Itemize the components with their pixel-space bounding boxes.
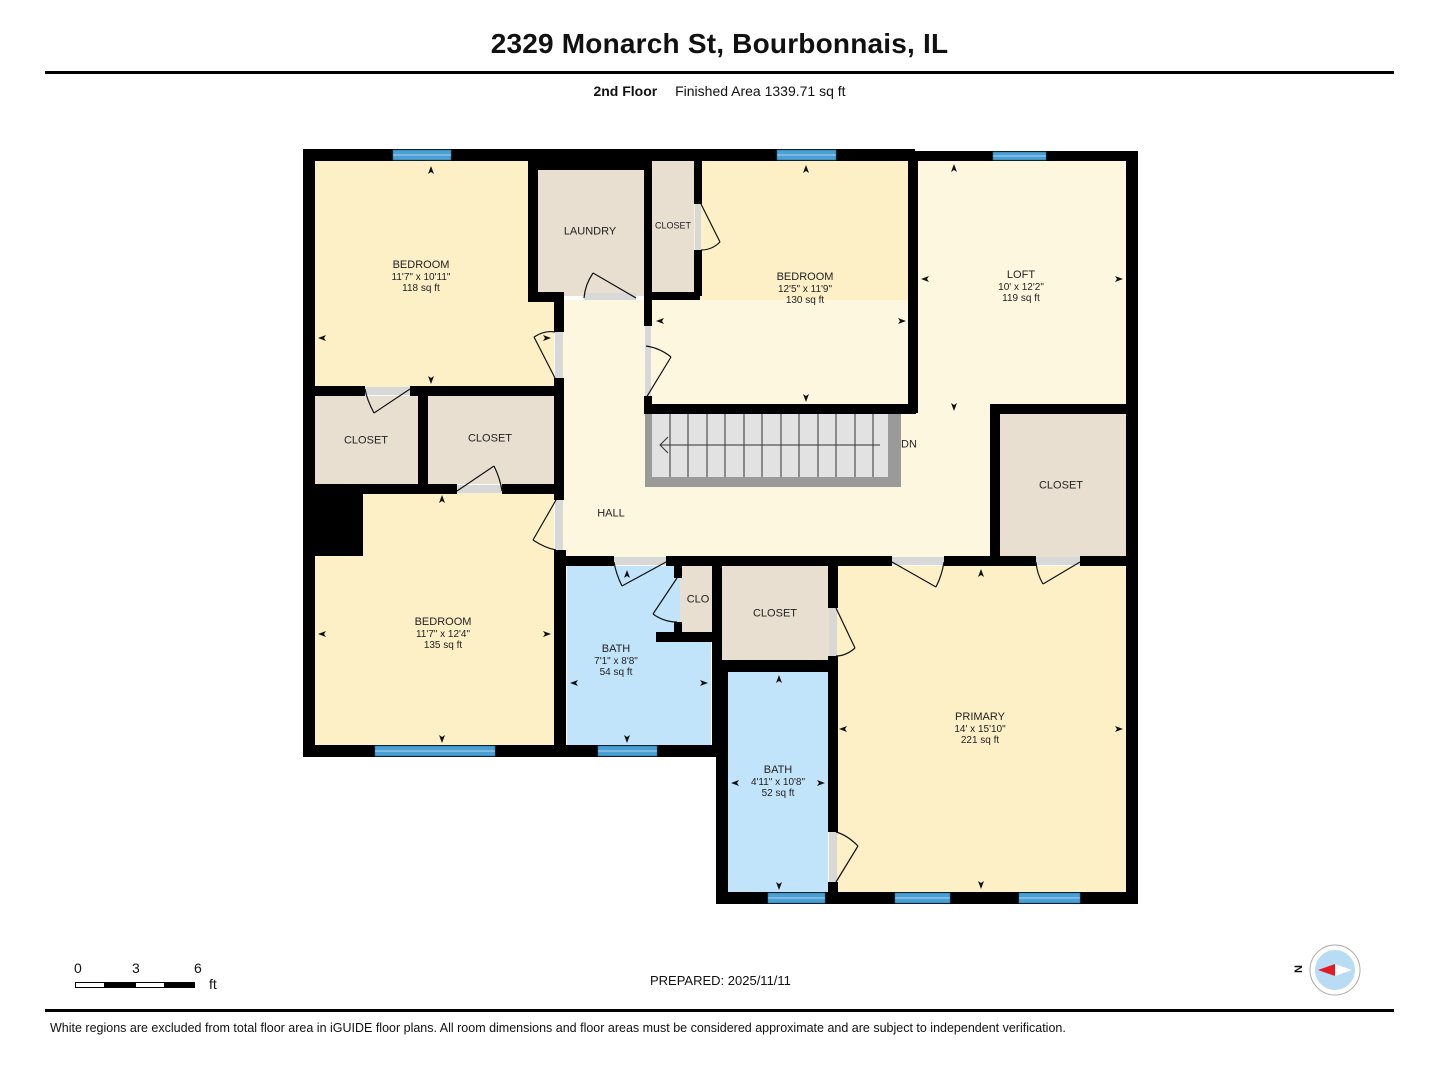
room-label-bedroom-1: BEDROOM 11'7" x 10'11" 118 sq ft <box>391 258 451 295</box>
room-name: BEDROOM <box>776 270 834 283</box>
room-dims: 11'7" x 10'11" <box>391 271 451 283</box>
room-area: 135 sq ft <box>423 639 463 651</box>
room-name: CLOSET <box>467 432 513 445</box>
room-name: CLOSET <box>654 220 692 231</box>
door-swings <box>364 203 1081 883</box>
clo-fill <box>680 566 714 632</box>
prepared-date: PREPARED: 2025/11/11 <box>650 973 791 988</box>
room-name: CLOSET <box>1038 479 1084 492</box>
title-divider <box>45 71 1394 74</box>
room-dims: 7'1" x 8'8" <box>594 655 638 667</box>
bedroom1-fill <box>314 161 554 389</box>
room-area: 118 sq ft <box>402 282 440 294</box>
scale-segment <box>75 982 105 988</box>
room-label-clo: CLO <box>687 594 710 606</box>
room-label-laundry: LAUNDRY <box>564 226 616 238</box>
hall-fill2 <box>918 400 992 560</box>
room-label-primary: PRIMARY 14' x 15'10" 221 sq ft <box>954 710 1006 747</box>
closet-mid-fill <box>721 566 829 660</box>
floor-name: 2nd Floor <box>593 83 658 99</box>
compass-icon <box>1309 944 1361 996</box>
room-name: LOFT <box>1006 268 1036 281</box>
room-name: CLO <box>686 593 710 606</box>
scale-segment <box>165 982 195 988</box>
closet-left1-fill <box>314 396 418 484</box>
dimension-arrows <box>318 164 1123 890</box>
window-lines <box>375 154 1080 899</box>
room-name: HALL <box>597 507 625 520</box>
room-area: 221 sq ft <box>960 734 1000 746</box>
scale-tick-0: 0 <box>74 960 82 976</box>
floor-subtitle: 2nd Floor Finished Area 1339.71 sq ft <box>0 83 1439 99</box>
room-label-bath-2: BATH 4'11" x 10'8" 52 sq ft <box>750 763 806 800</box>
laundry-fill <box>538 168 644 296</box>
room-label-closet-top: CLOSET <box>655 220 691 232</box>
bath2-fill <box>728 672 828 892</box>
room-area: 54 sq ft <box>599 666 633 678</box>
finished-area: Finished Area 1339.71 sq ft <box>675 83 846 99</box>
scale-unit: ft <box>209 976 217 992</box>
room-label-bedroom-3: BEDROOM 11'7" x 12'4" 135 sq ft <box>414 615 472 652</box>
room-label-loft: LOFT 10' x 12'2" 119 sq ft <box>998 268 1044 305</box>
room-label-bedroom-2: BEDROOM 12'5" x 11'9" 130 sq ft <box>776 270 834 307</box>
room-name: BATH <box>763 763 793 776</box>
room-area: 130 sq ft <box>785 294 825 306</box>
room-dims: 11'7" x 12'4" <box>415 628 471 640</box>
closet-left2-fill <box>428 396 554 484</box>
room-dims: 4'11" x 10'8" <box>750 776 806 788</box>
primary-fill <box>836 566 1126 892</box>
room-name: LAUNDRY <box>563 225 617 238</box>
room-label-closet-mid: CLOSET <box>753 608 797 620</box>
room-area: 119 sq ft <box>1002 292 1040 304</box>
room-dims: 12'5" x 11'9" <box>777 283 833 295</box>
room-name: CLOSET <box>343 434 389 447</box>
footer-divider <box>45 1009 1394 1012</box>
scale-bar: 0 3 6 ft <box>72 960 232 1000</box>
room-dims: 14' x 15'10" <box>954 723 1006 735</box>
scale-segment <box>105 982 135 988</box>
room-label-closet-left-1: CLOSET <box>344 435 388 447</box>
stairs-down-label: DN <box>901 439 917 451</box>
room-label-hall: HALL <box>597 508 625 520</box>
room-area: 52 sq ft <box>761 787 795 799</box>
room-label-bath-1: BATH 7'1" x 8'8" 54 sq ft <box>594 642 638 679</box>
closet-top-fill2 <box>652 160 694 292</box>
north-compass: N <box>1290 943 1362 997</box>
scale-segment <box>135 982 165 988</box>
stairs-direction: DN <box>901 438 917 451</box>
room-name: CLOSET <box>752 607 798 620</box>
closet-right-fill <box>998 414 1126 558</box>
door-openings <box>365 204 1080 882</box>
disclaimer-text: White regions are excluded from total fl… <box>50 1021 1066 1035</box>
room-label-closet-right: CLOSET <box>1039 480 1083 492</box>
scale-tick-3: 3 <box>132 960 140 976</box>
room-name: BEDROOM <box>414 615 472 628</box>
stairs <box>645 413 901 487</box>
property-address-title: 2329 Monarch St, Bourbonnais, IL <box>490 28 949 59</box>
room-name: BEDROOM <box>392 258 450 271</box>
room-label-closet-left-2: CLOSET <box>468 433 512 445</box>
room-name: PRIMARY <box>955 710 1005 723</box>
scale-tick-6: 6 <box>194 960 202 976</box>
room-name: BATH <box>601 642 631 655</box>
room-dims: 10' x 12'2" <box>998 281 1044 293</box>
